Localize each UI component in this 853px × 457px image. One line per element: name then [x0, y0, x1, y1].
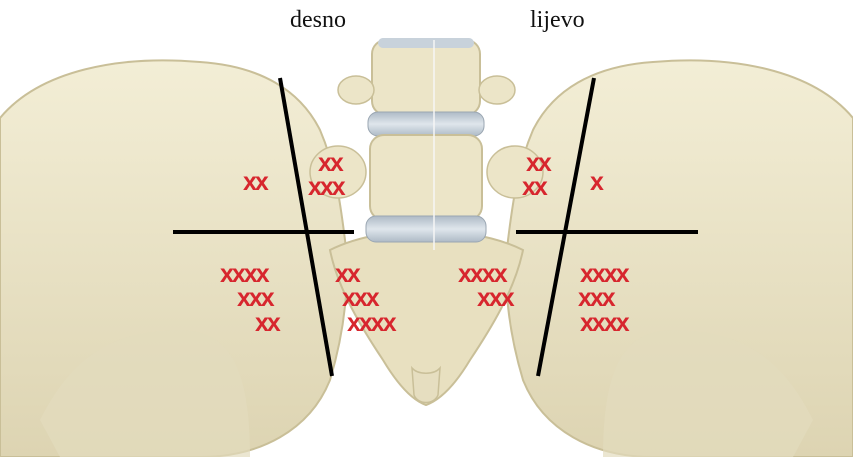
disc-upper [368, 112, 484, 136]
mark-right-lower-outer-3: xx [255, 309, 281, 337]
label-right-side: desno [290, 8, 346, 32]
mark-right-upper-inner-2: xxx [308, 173, 346, 201]
vertebra-lower [370, 135, 482, 220]
mark-left-upper-outer: x [590, 168, 604, 196]
vertebra-top-disc [378, 38, 474, 48]
coccyx [412, 368, 440, 403]
label-left-side: lijevo [530, 8, 585, 32]
transverse-process-left-upper [479, 76, 515, 104]
mark-left-lower-outer-2: xxx [578, 284, 616, 312]
transverse-process-right-upper [338, 76, 374, 104]
mark-right-upper-outer: xx [243, 168, 269, 196]
disc-lower [366, 216, 486, 242]
mark-right-lower-inner-2: xxx [342, 284, 380, 312]
mark-right-lower-outer-2: xxx [237, 284, 275, 312]
vertebra-upper [372, 40, 480, 115]
mark-left-lower-inner-2: xxx [477, 284, 515, 312]
mark-left-upper-inner-2: xx [522, 173, 548, 201]
mark-left-lower-outer-3: xxxx [580, 309, 630, 337]
mark-right-lower-inner-3: xxxx [347, 309, 397, 337]
